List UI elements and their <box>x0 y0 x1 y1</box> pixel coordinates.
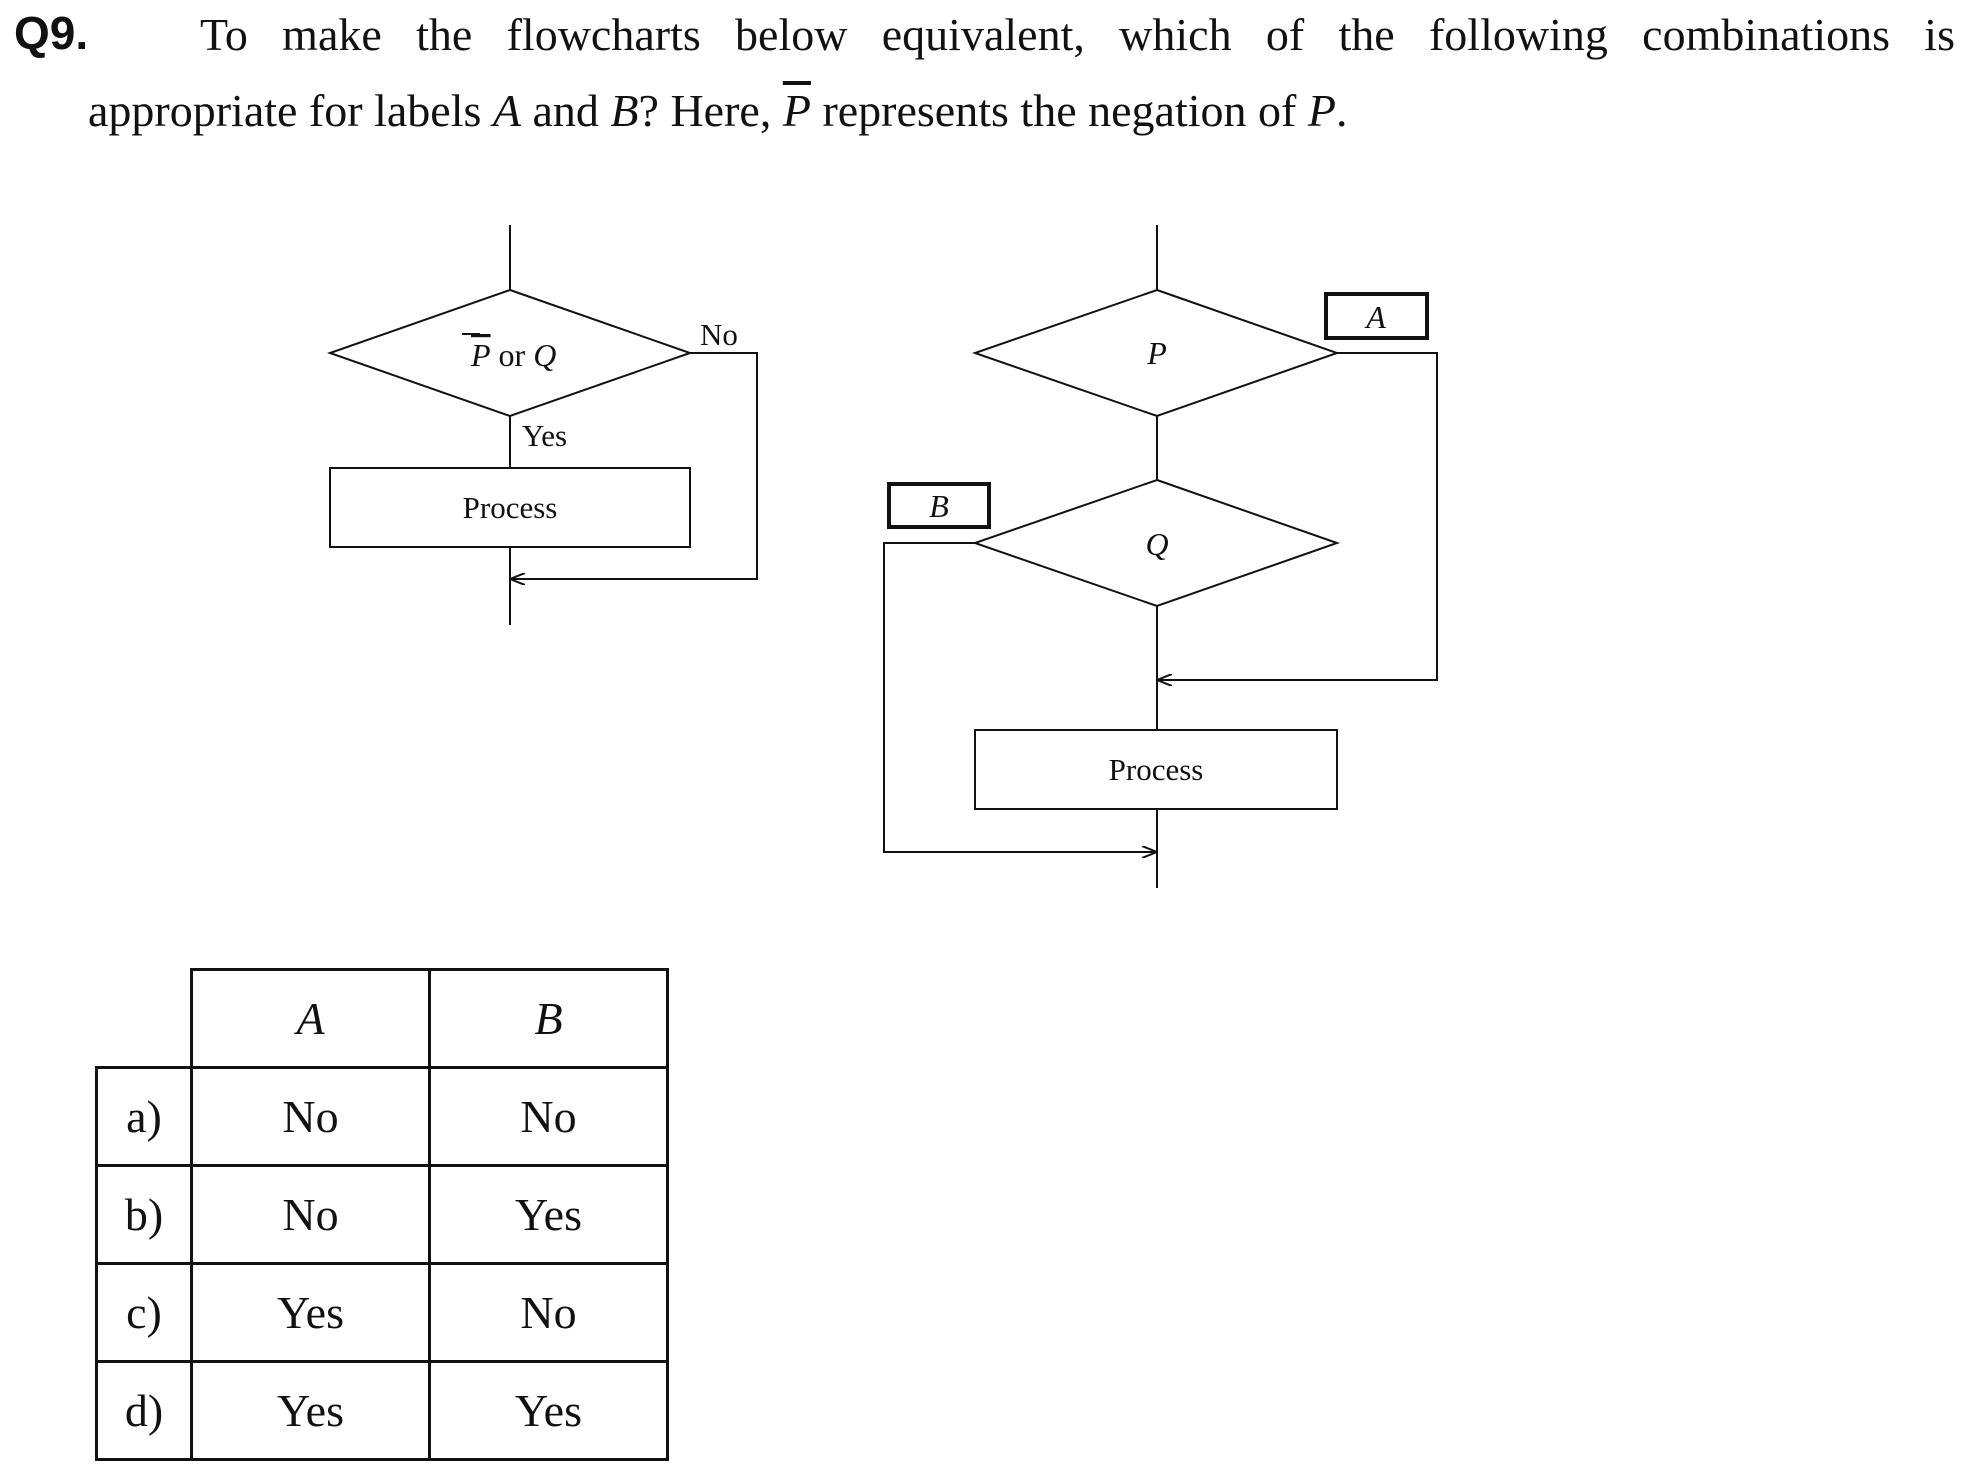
option-label: d) <box>95 1360 193 1461</box>
question-text-line-2: appropriate for labels A and B? Here, P … <box>88 85 1348 136</box>
right-process-label: Process <box>1109 752 1204 787</box>
left-condition: P or Q <box>470 337 556 373</box>
option-label: a) <box>95 1066 193 1167</box>
branch-a-path <box>1157 352 1438 680</box>
answer-table: A B a) No No b) No Yes c) Yes No d) Yes … <box>95 968 669 1461</box>
condition-q: Q <box>1145 526 1168 562</box>
question-text-line-1: To make the flowcharts below equivalent,… <box>200 9 1955 60</box>
header-blank <box>97 970 192 1068</box>
question-number: Q9. <box>14 7 89 59</box>
branch-b-path <box>883 542 1157 852</box>
cell-b: Yes <box>428 1360 669 1461</box>
label-a-text: A <box>1364 299 1386 335</box>
cell-b: No <box>428 1066 669 1167</box>
label-a-ref: A <box>492 85 521 136</box>
left-process-label: Process <box>463 490 558 525</box>
label-b-ref: B <box>610 85 639 136</box>
right-flowchart <box>883 225 1438 888</box>
negation-p: P <box>782 85 811 136</box>
left-process-box <box>329 467 691 548</box>
header-a: A <box>190 968 431 1069</box>
table-row: d) Yes Yes <box>95 1360 669 1461</box>
p-ref: P <box>1307 85 1336 136</box>
table-row: c) Yes No <box>95 1262 669 1363</box>
table-row: a) No No <box>95 1066 669 1167</box>
cell-a: Yes <box>190 1360 431 1461</box>
cell-a: No <box>190 1164 431 1265</box>
left-no-branch <box>510 352 758 579</box>
table-header-row: A B <box>97 968 669 1069</box>
header-b: B <box>428 968 669 1069</box>
cell-a: Yes <box>190 1262 431 1363</box>
table-row: b) No Yes <box>95 1164 669 1265</box>
left-flowchart <box>326 225 758 625</box>
cell-a: No <box>190 1066 431 1167</box>
right-process-box <box>974 729 1338 810</box>
option-label: c) <box>95 1262 193 1363</box>
label-a-box <box>1324 292 1429 340</box>
cell-b: Yes <box>428 1164 669 1265</box>
label-b-text: B <box>929 488 949 524</box>
left-no-label: No <box>700 317 738 352</box>
cell-b: No <box>428 1262 669 1363</box>
left-yes-label: Yes <box>522 418 567 453</box>
label-b-box <box>887 482 991 529</box>
condition-p: P <box>1146 335 1167 371</box>
option-label: b) <box>95 1164 193 1265</box>
